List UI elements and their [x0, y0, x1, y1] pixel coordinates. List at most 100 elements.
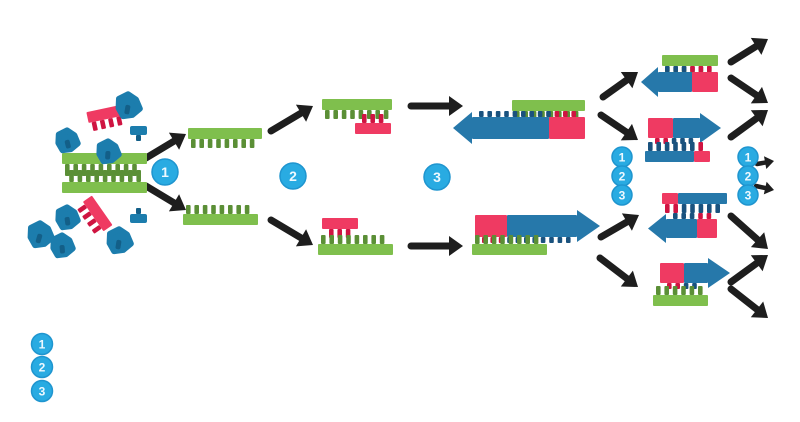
flow-arrow	[267, 216, 313, 247]
arrow-shaft	[727, 258, 762, 286]
shape	[90, 164, 95, 176]
shape	[672, 286, 678, 295]
shape	[525, 235, 530, 244]
shape	[136, 208, 141, 214]
shape	[681, 204, 687, 213]
shape	[322, 99, 392, 110]
shape	[507, 215, 577, 237]
shape	[249, 139, 255, 148]
shape	[678, 193, 727, 204]
shape	[341, 110, 347, 119]
arrow-head	[449, 236, 463, 256]
shape	[77, 170, 83, 182]
flow-arrow	[597, 213, 639, 241]
shape	[533, 235, 539, 244]
dna-template-strand	[318, 235, 393, 255]
shape	[487, 111, 492, 117]
arrow-head	[168, 194, 186, 212]
shape	[681, 66, 687, 72]
shape	[707, 204, 712, 213]
shape	[64, 216, 71, 226]
shape	[188, 128, 262, 139]
shape	[65, 164, 70, 176]
legend-badge-2: 2	[30, 355, 54, 379]
legend-badge-1-label: 1	[39, 337, 46, 351]
shape	[99, 119, 106, 130]
shape	[483, 235, 488, 244]
shape	[660, 263, 684, 283]
arrow-shaft	[597, 217, 633, 241]
cycle-stack-1-item-3: 3	[611, 184, 633, 206]
shape	[549, 117, 585, 139]
flow-arrow	[407, 236, 463, 256]
step-badge-2-label: 2	[289, 168, 297, 184]
shape	[337, 235, 343, 244]
blob-body	[115, 91, 143, 120]
shape	[115, 239, 122, 250]
cycle-stack-2-item-2-label: 2	[745, 169, 752, 183]
shape	[350, 110, 355, 119]
shape	[191, 139, 196, 148]
new-strand-extension-arrow	[641, 66, 718, 97]
shape	[554, 111, 560, 117]
shape	[379, 235, 385, 244]
polymerase-blob	[106, 226, 134, 255]
cycle-stack-2-item-1-label: 1	[745, 150, 752, 164]
arrow-head	[750, 232, 768, 249]
flow-arrow	[596, 254, 638, 287]
shape	[94, 170, 99, 182]
arrow-head	[577, 210, 600, 242]
shape	[329, 235, 334, 244]
shape	[475, 235, 480, 244]
shape	[656, 142, 661, 151]
shape	[656, 286, 661, 295]
shape	[491, 235, 497, 244]
polymerase-blob	[115, 91, 143, 120]
shape	[322, 218, 358, 229]
arrow-shaft	[727, 212, 763, 245]
shape	[546, 111, 551, 117]
shape	[124, 104, 131, 115]
shape	[673, 66, 678, 72]
shape	[475, 215, 507, 237]
shape	[108, 118, 115, 128]
step-badge-2: 2	[279, 162, 307, 190]
shape	[684, 263, 708, 283]
shape	[694, 151, 710, 162]
shape	[130, 214, 147, 223]
dsdna-bottom-strand	[62, 170, 147, 193]
shape	[664, 142, 670, 151]
shape	[318, 244, 393, 255]
shape	[698, 204, 704, 213]
shape	[689, 286, 695, 295]
cycle-stack-2-item-2: 2	[737, 165, 759, 187]
arrow-head	[295, 104, 313, 122]
branch-arrow	[727, 212, 768, 249]
shape	[690, 66, 695, 72]
shape	[355, 123, 391, 134]
flow-arrow	[142, 182, 186, 212]
shape	[107, 164, 112, 176]
shape	[105, 150, 111, 160]
shape	[224, 139, 230, 148]
shape	[186, 205, 191, 214]
nucleotide-blob	[130, 208, 147, 223]
shape	[130, 126, 147, 135]
shape	[504, 111, 509, 117]
shape	[673, 204, 678, 213]
shape	[673, 142, 678, 151]
shape	[665, 66, 670, 72]
arrow-head	[750, 301, 768, 318]
cycle-stack-2-item-1: 1	[737, 146, 759, 168]
shape	[362, 114, 367, 123]
new-strand-extension-arrow	[648, 213, 717, 243]
shape	[472, 117, 549, 139]
arrow-head	[168, 132, 186, 150]
shape	[87, 218, 97, 227]
shape	[216, 139, 221, 148]
shape	[495, 111, 501, 117]
shape	[136, 170, 141, 182]
shape	[508, 235, 514, 244]
shape	[648, 118, 673, 138]
